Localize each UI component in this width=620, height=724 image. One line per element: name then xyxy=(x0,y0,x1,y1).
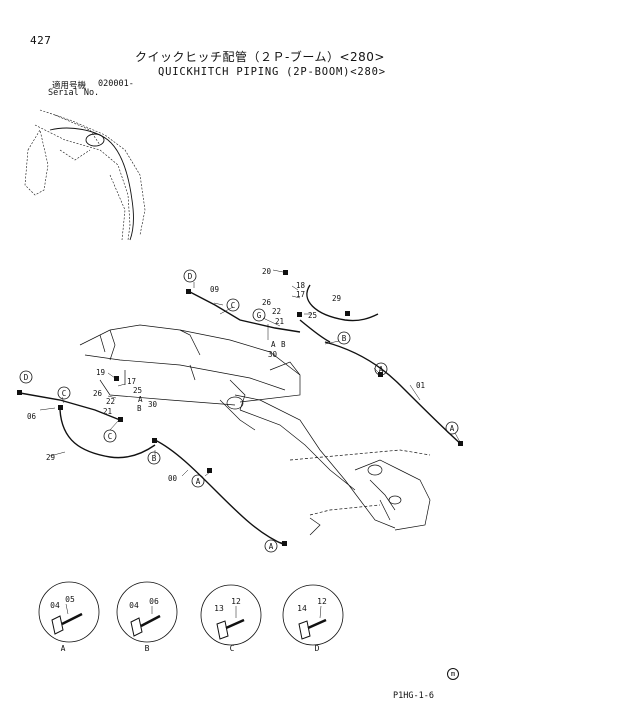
svg-text:A: A xyxy=(61,644,66,653)
callout-01: 01 xyxy=(416,381,425,390)
callout-06: 06 xyxy=(27,412,37,421)
callout-21-left: 21 xyxy=(103,407,112,416)
detail-a: 04 05 A xyxy=(38,581,100,653)
marker-g-top: G xyxy=(252,308,266,322)
marker-d-left: D xyxy=(19,370,33,384)
svg-text:12: 12 xyxy=(231,597,241,606)
title-japanese: クイックヒッチ配管（２Ｐ-ブーム）<280> xyxy=(135,50,385,64)
callout-22-top: 22 xyxy=(272,307,281,316)
svg-text:G: G xyxy=(257,311,262,320)
callout-17-left: 17 xyxy=(127,377,136,386)
callout-09: 09 xyxy=(210,285,219,294)
marker-a-bottom: A xyxy=(264,539,278,553)
callout-17-top: 17 xyxy=(296,290,305,299)
svg-text:B: B xyxy=(152,454,157,463)
svg-text:B: B xyxy=(342,334,347,343)
callout-26-left: 26 xyxy=(93,389,103,398)
reference-mark: m xyxy=(447,668,459,680)
detail-b: 04 06 B xyxy=(116,581,178,653)
svg-text:05: 05 xyxy=(65,595,75,604)
svg-text:A: A xyxy=(269,542,274,551)
page-code: P1HG-1-6 xyxy=(393,691,434,701)
serial-label-japanese: 適用号機 xyxy=(52,81,87,91)
callout-30-top: 30 xyxy=(268,350,278,359)
svg-text:06: 06 xyxy=(149,597,159,606)
serial-number-value: 020001- xyxy=(98,79,134,89)
callout-b-left: B xyxy=(137,404,142,413)
part-callouts: 20 18 17 26 22 21 25 A B 30 29 09 01 19 … xyxy=(27,267,425,483)
marker-d-top: D xyxy=(183,269,197,283)
svg-text:C: C xyxy=(62,389,67,398)
marker-c-left-lower: C xyxy=(103,429,117,443)
leader-lines xyxy=(39,269,461,544)
svg-text:13: 13 xyxy=(214,604,224,613)
callout-21-top: 21 xyxy=(275,317,284,326)
title-english: QUICKHITCH PIPING (2P-BOOM)<280> xyxy=(158,66,386,78)
marker-a-right-upper: A xyxy=(374,362,388,376)
svg-text:A: A xyxy=(379,365,384,374)
callout-30-left: 30 xyxy=(148,400,158,409)
svg-text:D: D xyxy=(188,272,193,281)
marker-b-top: B xyxy=(337,331,351,345)
location-markers: D C G B A A D C C B A A xyxy=(19,269,459,553)
callout-00: 00 xyxy=(168,474,178,483)
callout-29-left: 29 xyxy=(46,453,55,462)
boom-structure xyxy=(79,324,431,536)
detail-c: 13 12 C xyxy=(200,584,262,653)
svg-text:D: D xyxy=(315,644,320,653)
callout-25-left: 25 xyxy=(133,386,142,395)
detail-views: 04 05 A 04 06 B 13 12 C 14 xyxy=(38,581,344,653)
marker-c-left: C xyxy=(57,386,71,400)
marker-a-mid: A xyxy=(191,474,205,488)
svg-text:A: A xyxy=(196,477,201,486)
callout-20: 20 xyxy=(262,267,272,276)
svg-text:04: 04 xyxy=(129,601,139,610)
callout-19: 19 xyxy=(96,368,105,377)
callout-b-top: B xyxy=(281,340,286,349)
page-number: 427 xyxy=(30,34,52,47)
marker-a-right: A xyxy=(445,421,459,435)
detail-d: 14 12 D xyxy=(282,584,344,653)
svg-text:04: 04 xyxy=(50,601,60,610)
svg-text:B: B xyxy=(145,644,150,653)
excavator-thumbnail xyxy=(24,109,146,241)
marker-c-top: C xyxy=(226,298,240,312)
svg-text:D: D xyxy=(24,373,29,382)
svg-text:C: C xyxy=(231,301,236,310)
callout-25-top: 25 xyxy=(308,311,317,320)
callout-29-top: 29 xyxy=(332,294,341,303)
callout-a-top: A xyxy=(271,340,276,349)
hose-lines xyxy=(19,284,463,546)
marker-b-mid: B xyxy=(147,451,161,465)
fittings xyxy=(17,270,463,546)
callout-a-left: A xyxy=(138,395,143,404)
svg-text:C: C xyxy=(108,432,113,441)
serial-label-english: Serial No. xyxy=(48,88,100,98)
svg-text:14: 14 xyxy=(297,604,307,613)
callout-18: 18 xyxy=(296,281,306,290)
callout-26-top: 26 xyxy=(262,298,272,307)
svg-text:C: C xyxy=(230,644,235,653)
svg-text:12: 12 xyxy=(317,597,327,606)
svg-text:A: A xyxy=(450,424,455,433)
callout-22-left: 22 xyxy=(106,397,115,406)
